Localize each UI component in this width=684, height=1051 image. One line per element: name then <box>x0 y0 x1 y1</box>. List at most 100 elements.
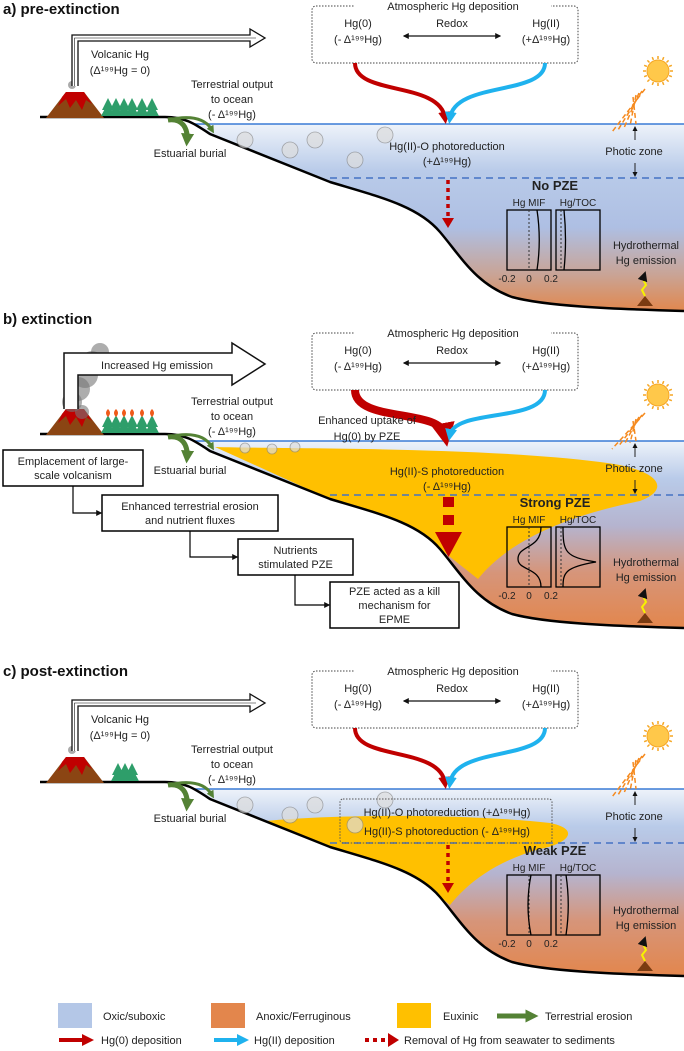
hydrothermal-label: Hg emission <box>616 572 677 584</box>
terrestrial-output-arrow <box>167 116 214 134</box>
legend-euxinic-label: Euxinic <box>443 1011 479 1023</box>
flowchart-box: Emplacement of large-scale volcanism <box>2 449 144 487</box>
axis-tick-label: 0.2 <box>544 939 558 950</box>
forest-icon <box>101 98 159 116</box>
axis-tick-label: 0.2 <box>544 591 558 602</box>
fire-icon <box>150 409 154 417</box>
ocean-water <box>193 124 684 311</box>
photic-zone-label: Photic zone <box>605 463 662 475</box>
photoreduction-label: Hg(II)-S photoreduction (- Δ¹⁹⁹Hg) <box>364 826 530 838</box>
fire-icon <box>130 409 134 417</box>
atmospheric-title: Atmospheric Hg deposition <box>387 666 518 678</box>
flowchart-text: and nutrient fluxes <box>145 515 235 527</box>
hg-mif-curve <box>536 209 540 271</box>
axis-tick-label: 0.2 <box>544 274 558 285</box>
fire-icon <box>114 409 118 417</box>
volcanic-emission-arrow <box>63 341 267 409</box>
terrestrial-output-label: to ocean <box>211 759 253 771</box>
axis-tick-label: -0.2 <box>498 591 516 602</box>
hydrothermal-label: Hydrothermal <box>613 557 679 569</box>
hydrothermal-emission-arrow <box>637 271 648 297</box>
flowchart-text: EPME <box>379 614 410 626</box>
hydrothermal-vent-icon <box>637 296 653 306</box>
hg-mif-curve <box>527 874 532 936</box>
estuarial-burial-arrow <box>167 782 195 812</box>
photic-zone-label: Photic zone <box>605 146 662 158</box>
flowchart-text: scale volcanism <box>34 470 112 482</box>
terrestrial-output-label: (- Δ¹⁹⁹Hg) <box>208 426 256 438</box>
hg-profile-plots <box>506 874 601 936</box>
flowchart-text: Nutrients <box>273 545 318 557</box>
seabed-profile <box>40 432 684 630</box>
hg-toc-label: Hg/TOC <box>560 515 597 526</box>
terrestrial-output-label: Terrestrial output <box>191 396 273 408</box>
hg0-sub-label: (- Δ¹⁹⁹Hg) <box>334 34 382 46</box>
hg-mif-label: Hg MIF <box>513 863 546 874</box>
hg-toc-label: Hg/TOC <box>560 863 597 874</box>
panel-title: a) pre-extinction <box>3 1 120 18</box>
forest-icon <box>101 409 159 433</box>
flowchart-connector <box>189 531 239 560</box>
axis-tick-label: 0 <box>526 274 532 285</box>
fire-icon <box>106 409 110 417</box>
axis-tick-label: -0.2 <box>498 939 516 950</box>
pze-label: No PZE <box>532 178 579 193</box>
hg2-label: Hg(II) <box>532 18 560 30</box>
legend-oxic-swatch <box>58 1003 92 1028</box>
flowchart-text: PZE acted as a kill <box>349 586 440 598</box>
terrestrial-output-arrow <box>167 781 214 799</box>
estuarial-burial-label: Estuarial burial <box>154 465 227 477</box>
pze-label: Weak PZE <box>524 843 587 858</box>
hg-profile-plots <box>506 526 601 588</box>
hg-toc-plot <box>555 526 601 588</box>
volcano-icon <box>46 757 104 783</box>
hg0-label: Hg(0) <box>344 345 372 357</box>
hg2-deposition-arrow <box>444 727 547 789</box>
legend-terrestrial-label: Terrestrial erosion <box>545 1011 632 1023</box>
atmospheric-title: Atmospheric Hg deposition <box>387 1 518 13</box>
photoreduction-box <box>339 798 553 844</box>
flowchart-text: Enhanced terrestrial erosion <box>121 501 259 513</box>
flowchart-connector <box>72 486 103 516</box>
volcanic-emission-arrow <box>71 27 267 86</box>
hg-mif-label: Hg MIF <box>513 198 546 209</box>
sun-icon <box>643 56 673 86</box>
estuarial-burial-arrow <box>167 434 195 464</box>
forest-icon <box>111 763 139 781</box>
volcanic-hg-label: (Δ¹⁹⁹Hg = 0) <box>90 730 150 742</box>
hg-mif-curve <box>517 526 542 588</box>
euxinic-zone <box>215 447 658 579</box>
legend-oxic-label: Oxic/suboxic <box>103 1011 166 1023</box>
seabed-profile <box>40 115 684 313</box>
hg2-deposition-arrow <box>445 389 547 441</box>
photoreduction-label: Hg(II)-S photoreduction <box>390 466 504 478</box>
atmospheric-title: Atmospheric Hg deposition <box>387 328 518 340</box>
fire-icon <box>122 409 126 417</box>
pze-label: Strong PZE <box>520 495 591 510</box>
terrestrial-output-label: (- Δ¹⁹⁹Hg) <box>208 774 256 786</box>
flowchart-box: Enhanced terrestrial erosion and nutrient… <box>101 494 279 532</box>
terrestrial-output-label: (- Δ¹⁹⁹Hg) <box>208 109 256 121</box>
panel-title: c) post-extinction <box>3 663 128 680</box>
terrestrial-output-label: to ocean <box>211 94 253 106</box>
seabed-profile <box>40 780 684 978</box>
hg2-sub-label: (+Δ¹⁹⁹Hg) <box>522 699 570 711</box>
sunlight-rays <box>611 88 646 133</box>
hg2-label: Hg(II) <box>532 345 560 357</box>
volcanic-emission-arrow <box>71 692 267 751</box>
redox-label: Redox <box>436 683 468 695</box>
axis-tick-label: 0 <box>526 591 532 602</box>
sun-icon <box>643 721 673 751</box>
sunlight-rays <box>611 412 646 450</box>
fossil-icons <box>239 441 301 455</box>
fire-icon <box>140 409 144 417</box>
hg-toc-label: Hg/TOC <box>560 198 597 209</box>
volcanic-hg-label: (Δ¹⁹⁹Hg = 0) <box>90 65 150 77</box>
flowchart-text: Emplacement of large- <box>18 456 129 468</box>
